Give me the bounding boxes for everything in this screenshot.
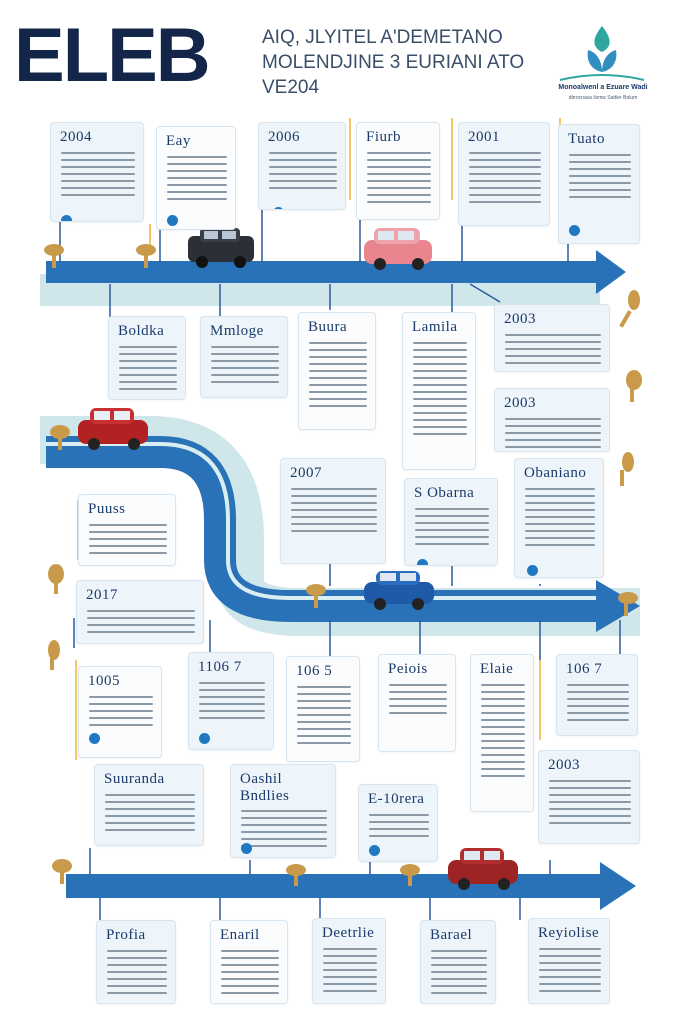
timeline-card[interactable]: S Obarna xyxy=(404,478,498,566)
card-title: Barael xyxy=(430,927,473,943)
card-title: Suuranda xyxy=(104,771,165,787)
card-title: Buura xyxy=(308,319,348,335)
header-subtitle-3: VE204 xyxy=(262,77,320,98)
marker-dot xyxy=(89,733,100,744)
card-title: 2006 xyxy=(268,129,300,145)
timeline-card[interactable]: Fiurb xyxy=(356,122,440,220)
timeline-card[interactable]: 2003 xyxy=(494,388,610,452)
card-title: Peiois xyxy=(388,661,428,677)
timeline-card[interactable]: Oashil Bndlies xyxy=(230,764,336,858)
timeline-card[interactable]: Obaniano xyxy=(514,458,604,578)
card-title: Fiurb xyxy=(366,129,402,145)
card-title: Eay xyxy=(166,133,191,149)
card-title: Tuato xyxy=(568,131,605,147)
arrow-head-icon xyxy=(596,250,626,294)
timeline-card[interactable]: Tuato xyxy=(558,124,640,244)
marker-dot xyxy=(167,215,178,226)
timeline-card[interactable]: Buura xyxy=(298,312,376,430)
card-title: 2003 xyxy=(548,757,580,773)
card-title: 2004 xyxy=(60,129,92,145)
card-title: Enaril xyxy=(220,927,260,943)
timeline-card[interactable]: Profia xyxy=(96,920,176,1004)
marker-dot xyxy=(61,215,72,221)
card-title: 106 5 xyxy=(296,663,333,679)
car-icon xyxy=(188,228,254,268)
logo-leaf-icon xyxy=(559,26,645,81)
timeline-card[interactable]: Enaril xyxy=(210,920,288,1004)
logo-caption: Monoalwenl a Ezuare Wadi xyxy=(558,84,648,91)
marker-dot xyxy=(569,225,580,236)
timeline-card[interactable]: 1106 7 xyxy=(188,652,274,750)
timeline-card[interactable]: Deetrlie xyxy=(312,918,386,1004)
card-title: 2003 xyxy=(504,395,536,411)
marker-dot xyxy=(273,207,284,209)
card-title: Obaniano xyxy=(524,465,587,481)
card-title: 106 7 xyxy=(566,661,603,677)
card-title: E-10rera xyxy=(368,791,425,807)
card-title: Profia xyxy=(106,927,146,943)
timeline-card[interactable]: 2003 xyxy=(538,750,640,844)
car-icon xyxy=(448,848,518,890)
page-title: ELEB xyxy=(14,13,211,98)
timeline-card[interactable]: Barael xyxy=(420,920,496,1004)
car-icon xyxy=(364,228,432,270)
timeline-card[interactable]: 2001 xyxy=(458,122,550,226)
timeline-card[interactable]: 2003 xyxy=(494,304,610,372)
timeline-card[interactable]: Puuss xyxy=(78,494,176,566)
card-title: 2001 xyxy=(468,129,500,145)
timeline-card[interactable]: Reyiolise xyxy=(528,918,610,1004)
car-icon xyxy=(364,571,434,610)
timeline-card[interactable]: Peiois xyxy=(378,654,456,752)
card-title: Mmloge xyxy=(210,323,264,339)
card-title: Boldka xyxy=(118,323,165,339)
card-title: Lamila xyxy=(412,319,458,335)
timeline-card[interactable]: Boldka xyxy=(108,316,186,400)
timeline-card[interactable]: 2007 xyxy=(280,458,386,564)
timeline-card[interactable]: Suuranda xyxy=(94,764,204,846)
timeline-card[interactable]: E-10rera xyxy=(358,784,438,862)
marker-dot xyxy=(199,733,210,744)
card-title: Deetrlie xyxy=(322,925,375,941)
timeline-card[interactable]: 106 5 xyxy=(286,656,360,762)
card-title: Oashil Bndlies xyxy=(240,771,290,804)
header-subtitle-1: AIQ, JLYITEL A'DEMETANO xyxy=(262,27,503,48)
timeline-card[interactable]: 106 7 xyxy=(556,654,638,736)
marker-dot xyxy=(241,843,252,854)
header-subtitle-2: MOLENDJINE 3 EURIANI ATO xyxy=(262,52,525,73)
marker-dot xyxy=(417,559,428,565)
timeline-card[interactable]: 2004 xyxy=(50,122,144,222)
marker-dot xyxy=(549,843,560,844)
timeline-card[interactable]: Mmloge xyxy=(200,316,288,398)
card-title: 2017 xyxy=(86,587,118,603)
card-title: 2007 xyxy=(290,465,322,481)
card-title: S Obarna xyxy=(414,485,475,501)
card-title: Puuss xyxy=(88,501,126,517)
card-title: 2003 xyxy=(504,311,536,327)
timeline-card[interactable]: Lamila xyxy=(402,312,476,470)
card-title: Reyiolise xyxy=(538,925,600,941)
timeline-card[interactable]: Elaie xyxy=(470,654,534,812)
logo-subcaption: dbrocnaus ilsmw Sattier Bolum xyxy=(568,95,638,101)
card-title: 1005 xyxy=(88,673,120,689)
timeline-card[interactable]: 2006 xyxy=(258,122,346,210)
logo: Monoalwenl a Ezuare Wadi dbrocnaus ilsmw… xyxy=(556,22,648,106)
timeline-card[interactable]: 1005 xyxy=(78,666,162,758)
car-icon xyxy=(78,408,148,450)
timeline-card[interactable]: Eay xyxy=(156,126,236,230)
timeline-card[interactable]: 2017 xyxy=(76,580,204,644)
marker-dot xyxy=(369,845,380,856)
card-title: 1106 7 xyxy=(198,659,242,675)
card-title: Elaie xyxy=(480,661,514,677)
marker-dot xyxy=(527,565,538,576)
